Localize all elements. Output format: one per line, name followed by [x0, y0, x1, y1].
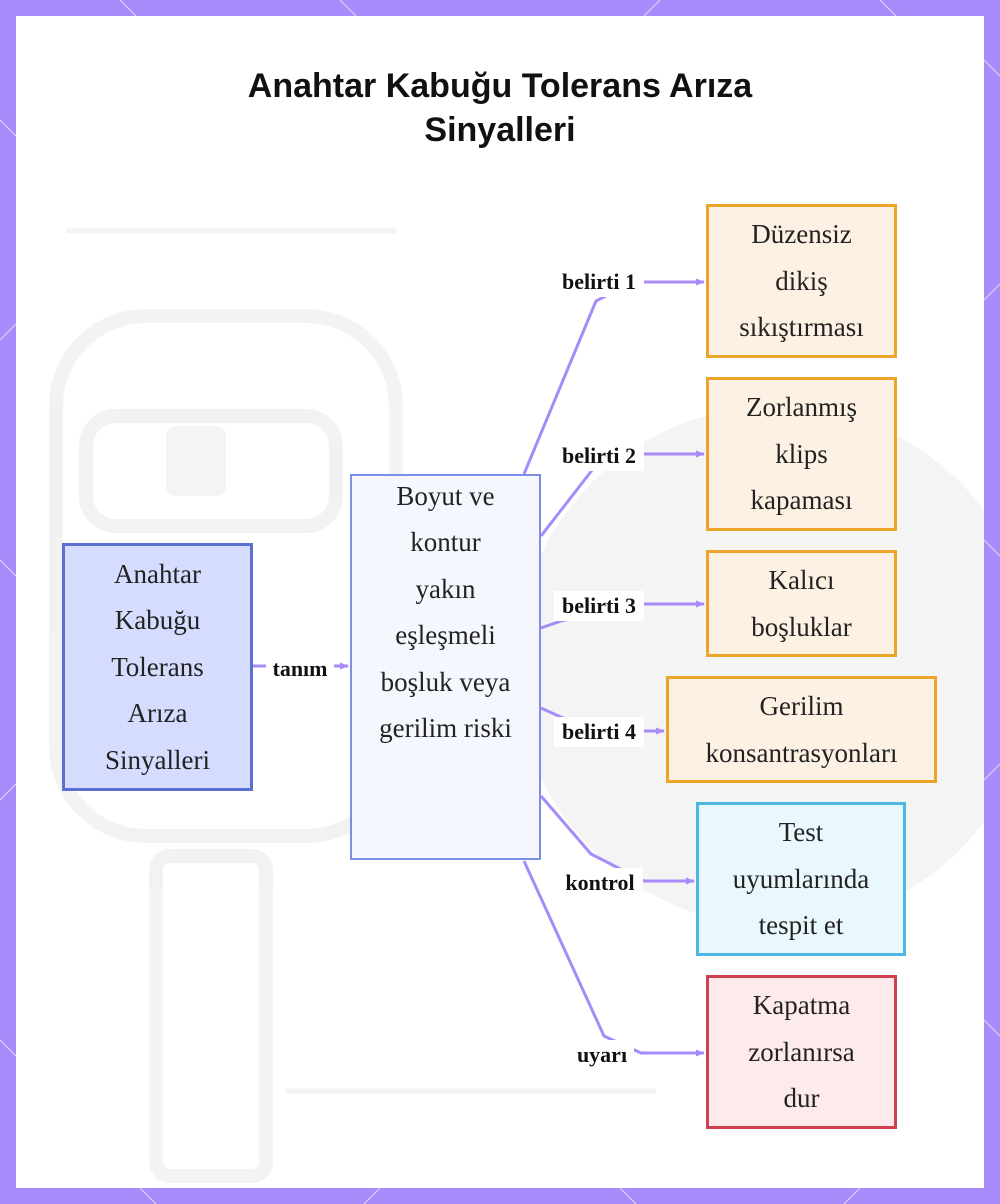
node-root: Anahtar Kabuğu Tolerans Arıza Sinyalleri	[62, 543, 253, 791]
node-center-line: Boyut ve	[396, 480, 495, 511]
node-symptom2-line: Zorlanmış	[746, 392, 857, 423]
edge-label-symptom2: belirti 2	[554, 441, 644, 471]
node-check: Test uyumlarında tespit et	[696, 802, 906, 956]
node-symptom1-line: sıkıştırması	[739, 312, 864, 343]
node-center-line: eşleşmeli	[395, 620, 496, 650]
node-warning-line: dur	[783, 1083, 820, 1114]
edge-label-symptom1: belirti 1	[554, 267, 644, 297]
background-key-illustration	[49, 228, 984, 1183]
diagram-title: Anahtar Kabuğu Tolerans Arıza Sinyalleri	[16, 64, 984, 152]
node-check-line: uyumlarında	[732, 863, 870, 894]
edge-check	[539, 795, 695, 885]
diagram-canvas: Anahtar Kabuğu Tolerans Arıza Sinyalleri…	[16, 16, 984, 1188]
edge-label-definition: tanım	[266, 654, 334, 684]
node-symptom1: Düzensiz dikiş sıkıştırması	[706, 204, 897, 358]
node-symptom3: Kalıcı boşluklar	[706, 550, 897, 657]
node-symptom4: Gerilim konsantrasyonları	[666, 676, 937, 783]
node-center-line: boşluk veya	[380, 666, 511, 697]
node-center-line: kontur	[410, 527, 481, 557]
node-warning-line: Kapatma	[752, 990, 851, 1021]
node-check-line: Test	[778, 817, 824, 848]
diagram-title-line: Anahtar Kabuğu Tolerans Arıza	[247, 67, 753, 105]
node-symptom4-line: konsantrasyonları	[705, 737, 898, 768]
node-root-line: Sinyalleri	[105, 744, 210, 775]
edge-label-symptom3: belirti 3	[554, 591, 644, 621]
edge-label-warning: uyarı	[570, 1040, 634, 1070]
node-symptom2: Zorlanmış klips kapaması	[706, 377, 897, 531]
node-center-line: yakın	[415, 573, 476, 604]
node-warning: Kapatma zorlanırsa dur	[706, 975, 897, 1129]
diagram-title-line: Sinyalleri	[424, 111, 576, 149]
node-root-line: Kabuğu	[114, 605, 201, 636]
node-symptom3-line: Kalıcı	[768, 565, 835, 595]
node-symptom2-line: klips	[775, 438, 828, 469]
node-root-line: Anahtar	[114, 558, 201, 589]
node-center-line: gerilim riski	[379, 713, 512, 743]
node-center: Boyut ve kontur yakın eşleşmeli boşluk v…	[350, 474, 541, 860]
node-symptom2-line: kapaması	[750, 485, 853, 516]
node-root-line: Tolerans	[111, 651, 204, 682]
node-root-line: Arıza	[127, 698, 188, 729]
node-warning-line: zorlanırsa	[748, 1036, 855, 1067]
edge-label-check: kontrol	[557, 868, 643, 898]
node-symptom4-line: Gerilim	[759, 691, 844, 721]
node-check-line: tespit et	[758, 910, 844, 941]
node-symptom3-line: boşluklar	[751, 611, 852, 642]
node-symptom1-line: dikiş	[775, 265, 828, 296]
edge-label-symptom4: belirti 4	[554, 717, 644, 747]
node-symptom1-line: Düzensiz	[751, 219, 852, 250]
